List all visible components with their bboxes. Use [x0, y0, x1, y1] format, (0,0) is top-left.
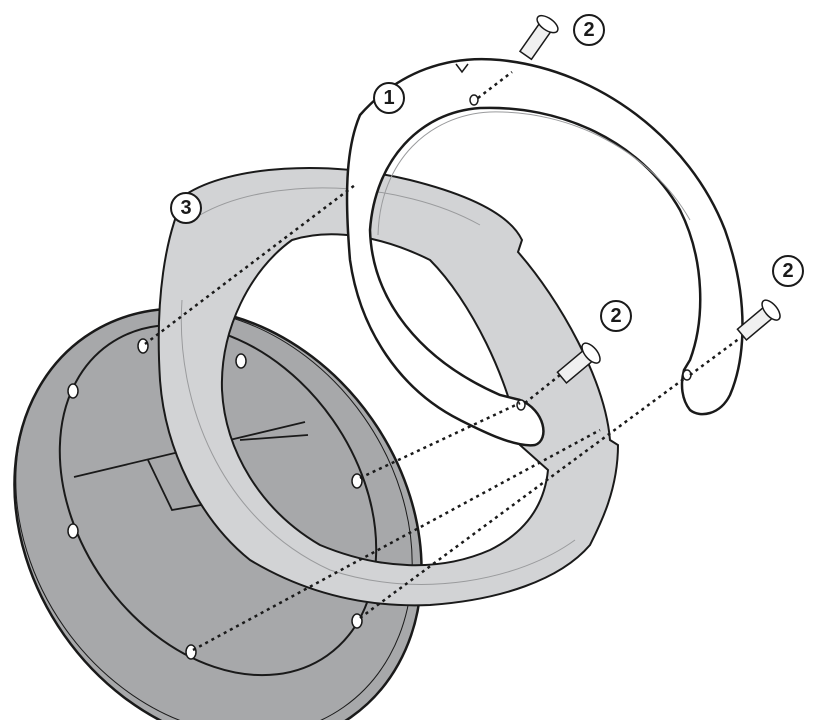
callout-part-2: 2: [772, 255, 804, 287]
adapter-ring: [157, 167, 620, 607]
screw: [518, 14, 559, 61]
screw: [556, 342, 601, 384]
callout-part-1: 1: [373, 82, 405, 114]
callout-part-2: 2: [573, 14, 605, 46]
alignment-lines: [144, 71, 741, 652]
base-plate: [13, 307, 423, 720]
callout-part-2: 2: [600, 300, 632, 332]
screw: [736, 299, 781, 341]
callout-part-3: 3: [170, 192, 202, 224]
top-ring: [345, 57, 744, 447]
